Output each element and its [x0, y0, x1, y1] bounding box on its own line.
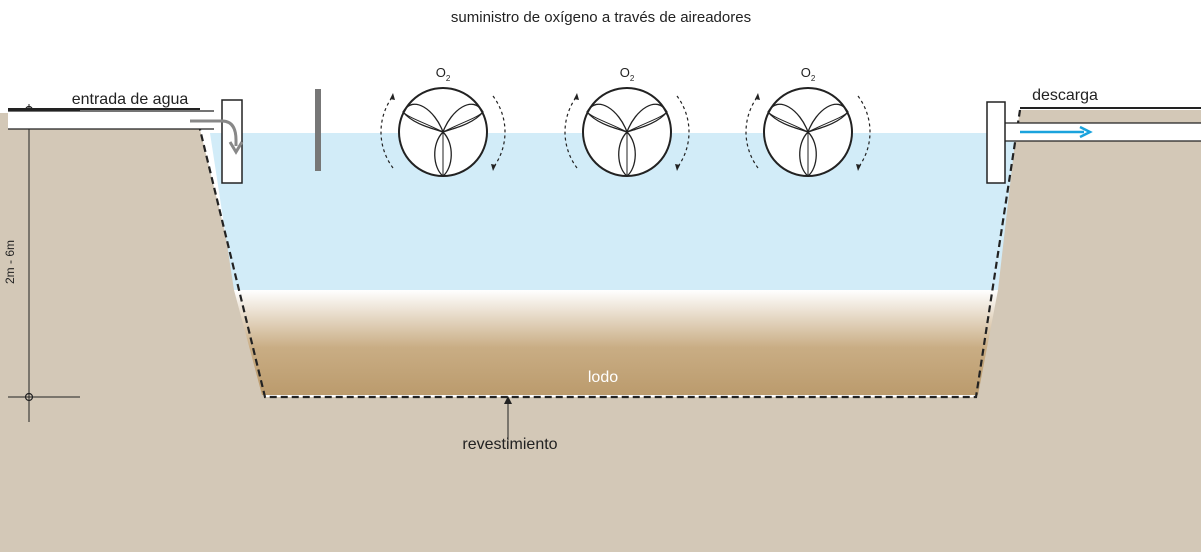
outlet-label: descarga — [1032, 87, 1098, 104]
aerator-2-o2: O2 — [620, 65, 635, 83]
depth-label: 2m - 6m — [3, 240, 17, 284]
sludge-layer — [234, 290, 998, 395]
inlet-gate — [221, 99, 243, 184]
liner — [194, 109, 1022, 399]
diagram-title: suministro de oxígeno a través de airead… — [451, 9, 751, 26]
inflow-arrow-icon — [190, 119, 238, 146]
aerator-3-o2: O2 — [801, 65, 816, 83]
ground — [0, 110, 1201, 552]
liner-label: revestimiento — [462, 436, 557, 453]
inlet-pipe — [8, 99, 244, 184]
baffle — [315, 89, 321, 171]
outlet-gate — [986, 101, 1006, 184]
inlet-label: entrada de agua — [72, 91, 189, 108]
outlet-pipe — [986, 101, 1201, 184]
aerator-1-o2: O2 — [436, 65, 451, 83]
sludge-label: lodo — [588, 369, 618, 386]
depth-dimension: 2m - 6m — [3, 104, 80, 422]
